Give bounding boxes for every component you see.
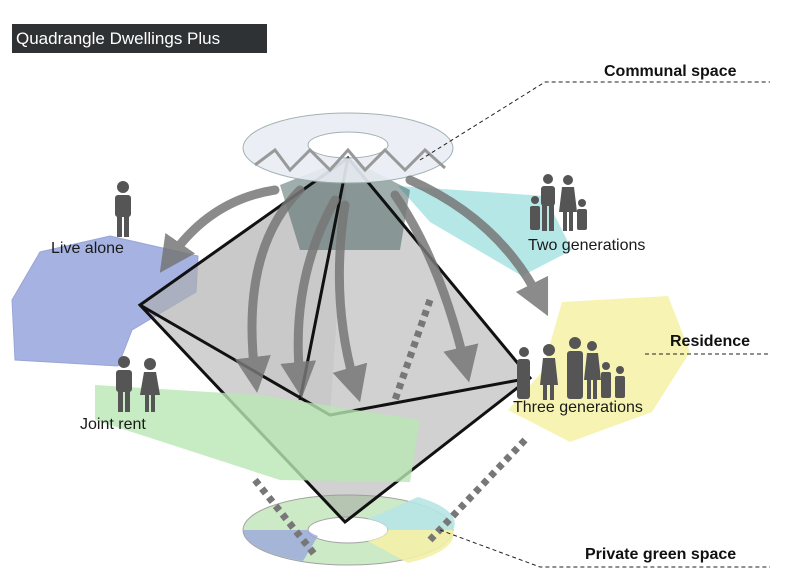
three-generations-label: Three generations bbox=[513, 399, 643, 416]
joint-rent-label: Joint rent bbox=[80, 416, 146, 433]
three-generations-people-icon bbox=[517, 337, 625, 400]
live-alone-person-icon bbox=[115, 181, 131, 237]
two-generations-people-icon bbox=[530, 174, 587, 231]
person-icons bbox=[115, 174, 625, 412]
flow-arrows bbox=[159, 175, 549, 403]
joint-rent-panel bbox=[95, 385, 420, 482]
joint-rent-people-icon bbox=[116, 356, 160, 412]
residence-label: Residence bbox=[670, 333, 751, 350]
diagram-title: Quadrangle Dwellings Plus bbox=[12, 24, 267, 53]
two-generations-label: Two generations bbox=[528, 237, 646, 254]
communal-space-label: Communal space bbox=[604, 63, 737, 80]
leader-lines bbox=[419, 81, 770, 568]
live-alone-label: Live alone bbox=[51, 240, 124, 257]
live-alone-panel bbox=[11, 235, 199, 367]
private-green-space-label: Private green space bbox=[585, 546, 737, 563]
